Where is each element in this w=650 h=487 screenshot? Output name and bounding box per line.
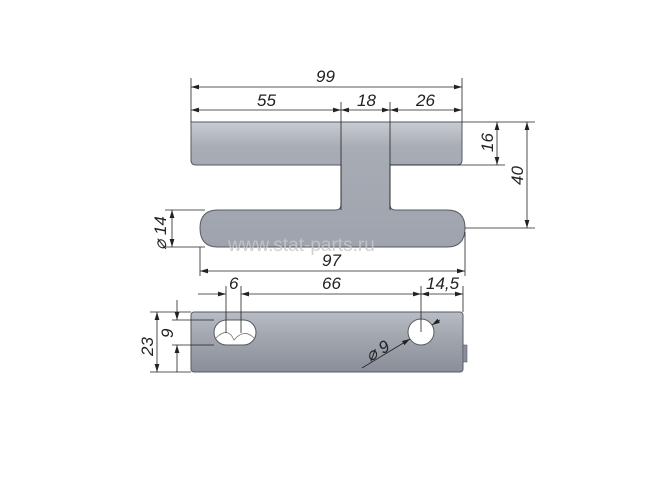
dim-foot-diameter: ⌀ 14 [151, 216, 170, 250]
bottom-view-part [190, 311, 468, 373]
dim-right-segment: 26 [415, 91, 435, 110]
dim-overall-width: 99 [316, 67, 335, 86]
dim-stem-width: 18 [357, 91, 376, 110]
bottom-dimension-lines [150, 286, 464, 373]
dim-slot-height: 9 [158, 328, 177, 338]
dim-total-height: 40 [508, 166, 527, 185]
watermark: www.stat-parts.ru [227, 235, 375, 256]
dim-height: 23 [138, 337, 157, 357]
dim-slot-width: 6 [229, 274, 239, 293]
top-view-part [190, 121, 466, 248]
dim-hole-spacing: 66 [322, 274, 341, 293]
slot-hole [213, 319, 257, 346]
dim-hole-offset: 14,5 [426, 274, 460, 293]
dim-flange-height: 16 [478, 133, 497, 152]
dim-foot-length: 97 [322, 251, 341, 270]
dim-left-segment: 55 [257, 91, 276, 110]
top-dimension-lines [165, 78, 535, 276]
